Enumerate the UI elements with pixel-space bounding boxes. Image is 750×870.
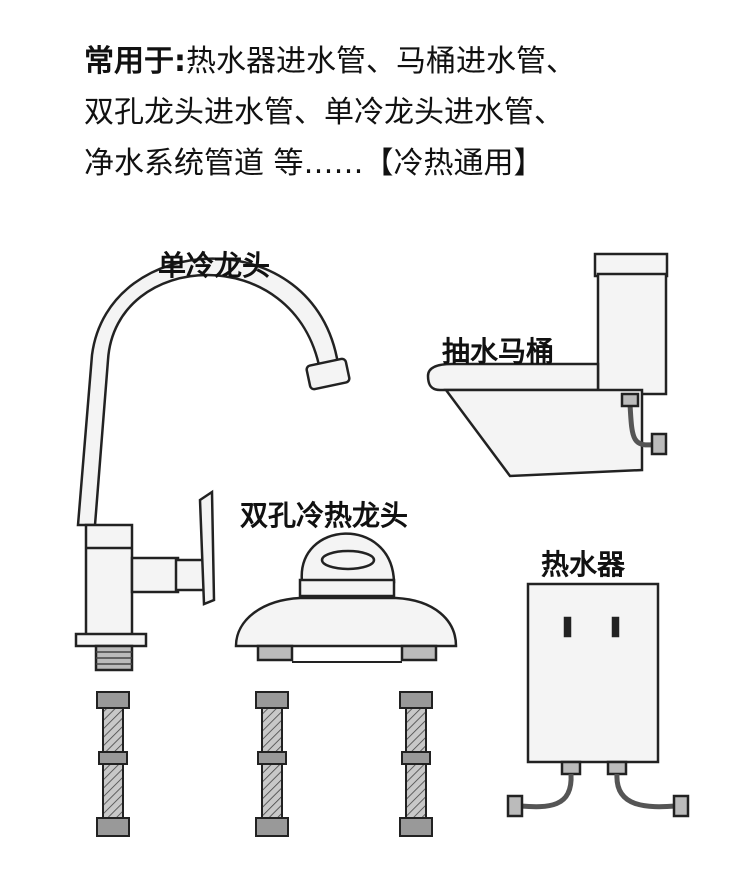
toilet-seat <box>428 364 598 390</box>
usage-line-1-text: 热水器进水管、马桶进水管、 <box>186 44 576 79</box>
double-faucet-label: 双孔冷热龙头 <box>240 499 409 532</box>
single-faucet-label: 单冷龙头 <box>158 249 271 282</box>
faucet-body <box>86 525 132 637</box>
single-faucet-illustration <box>76 259 350 670</box>
usage-lead: 常用于: <box>84 44 186 79</box>
toilet-tank-lid <box>595 254 667 276</box>
usage-line-1: 常用于:热水器进水管、马桶进水管、 <box>84 36 724 87</box>
faucet-spout <box>78 259 338 525</box>
usage-line-2: 双孔龙头进水管、单冷龙头进水管、 <box>84 95 564 130</box>
double-faucet-hose-right <box>400 692 432 836</box>
double-faucet-outlet <box>322 551 374 569</box>
usage-line-3: 净水系统管道 等……【冷热通用】 <box>84 146 544 181</box>
single-faucet-hose <box>97 692 129 836</box>
toilet-tank <box>598 274 666 394</box>
water-heater-illustration <box>508 584 688 816</box>
water-heater-hose-left <box>520 774 571 807</box>
usage-text: 常用于:热水器进水管、马桶进水管、 双孔龙头进水管、单冷龙头进水管、 净水系统管… <box>84 36 724 189</box>
double-faucet-illustration <box>236 534 456 662</box>
faucet-spout-tip <box>306 358 350 390</box>
faucet-handle-lever <box>200 492 214 604</box>
water-heater-label: 热水器 <box>541 548 626 581</box>
double-faucet-hose-left <box>256 692 288 836</box>
toilet-illustration <box>428 254 667 476</box>
double-faucet-base <box>236 598 456 646</box>
toilet-label: 抽水马桶 <box>442 335 555 368</box>
toilet-bowl <box>446 390 642 476</box>
double-faucet-neck <box>300 580 394 596</box>
faucet-base-plate <box>76 634 146 646</box>
water-heater-body <box>528 584 658 762</box>
water-heater-hose-right <box>617 774 676 807</box>
water-heater-indicator-left <box>565 618 570 636</box>
water-heater-indicator-right <box>613 618 618 636</box>
faucet-handle-stem <box>132 558 178 592</box>
